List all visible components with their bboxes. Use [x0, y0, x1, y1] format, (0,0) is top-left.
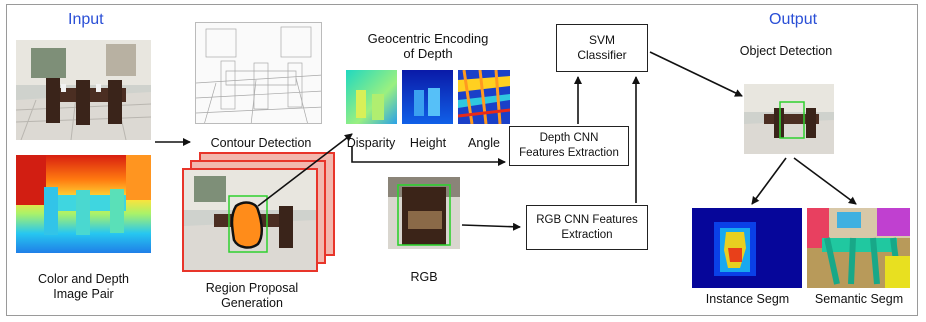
svm-classifier-text: SVM Classifier: [577, 33, 627, 62]
instance-label: Instance Segm: [705, 292, 790, 306]
angle-label: Angle: [468, 136, 500, 150]
disparity-label: Disparity: [346, 136, 396, 150]
instance-segm-image: [692, 208, 802, 288]
depth-cnn-box: Depth CNN Features Extraction: [509, 126, 629, 166]
color-depth-label-text: Color and Depth Image Pair: [37, 272, 130, 301]
height-label: Height: [409, 136, 447, 150]
contour-label: Contour Detection: [210, 136, 312, 150]
proposal-image: [182, 168, 318, 272]
contour-image: [195, 22, 322, 124]
region-label: Region Proposal Generation: [182, 281, 322, 311]
arrow-detection-to-semantic: [793, 157, 857, 205]
object-detection-image: [744, 84, 834, 154]
height-image: [402, 70, 453, 124]
arrow-proposal-to-disparity: [257, 133, 353, 207]
semantic-segm-image: [807, 208, 910, 288]
arrow-svm-to-detection: [649, 51, 743, 97]
geocentric-label: Geocentric Encoding of Depth: [348, 31, 508, 61]
output-title: Output: [769, 11, 818, 28]
rgb-cnn-box: RGB CNN Features Extraction: [526, 205, 648, 250]
figure-frame: [6, 4, 918, 316]
semantic-label: Semantic Segm: [814, 292, 904, 306]
arrow-rgb-to-rgb-cnn: [461, 222, 521, 231]
geocentric-label-text: Geocentric Encoding of Depth: [367, 31, 489, 61]
disparity-image: [346, 70, 397, 124]
rgb-image: [388, 177, 460, 249]
arrow-encoding-to-depth-cnn: [351, 146, 506, 166]
angle-image: [458, 70, 510, 124]
depth-cnn-text: Depth CNN Features Extraction: [519, 132, 619, 159]
input-depth-image: [16, 155, 151, 253]
color-depth-label: Color and Depth Image Pair: [16, 272, 151, 302]
arrow-detection-to-instance: [751, 157, 787, 205]
svm-classifier-box: SVM Classifier: [556, 24, 648, 72]
object-detection-label: Object Detection: [739, 44, 833, 58]
input-title: Input: [68, 11, 104, 28]
region-label-text: Region Proposal Generation: [205, 281, 299, 310]
rgb-label: RGB: [410, 270, 438, 284]
rgb-cnn-text: RGB CNN Features Extraction: [536, 213, 638, 241]
input-color-image: [16, 40, 151, 140]
